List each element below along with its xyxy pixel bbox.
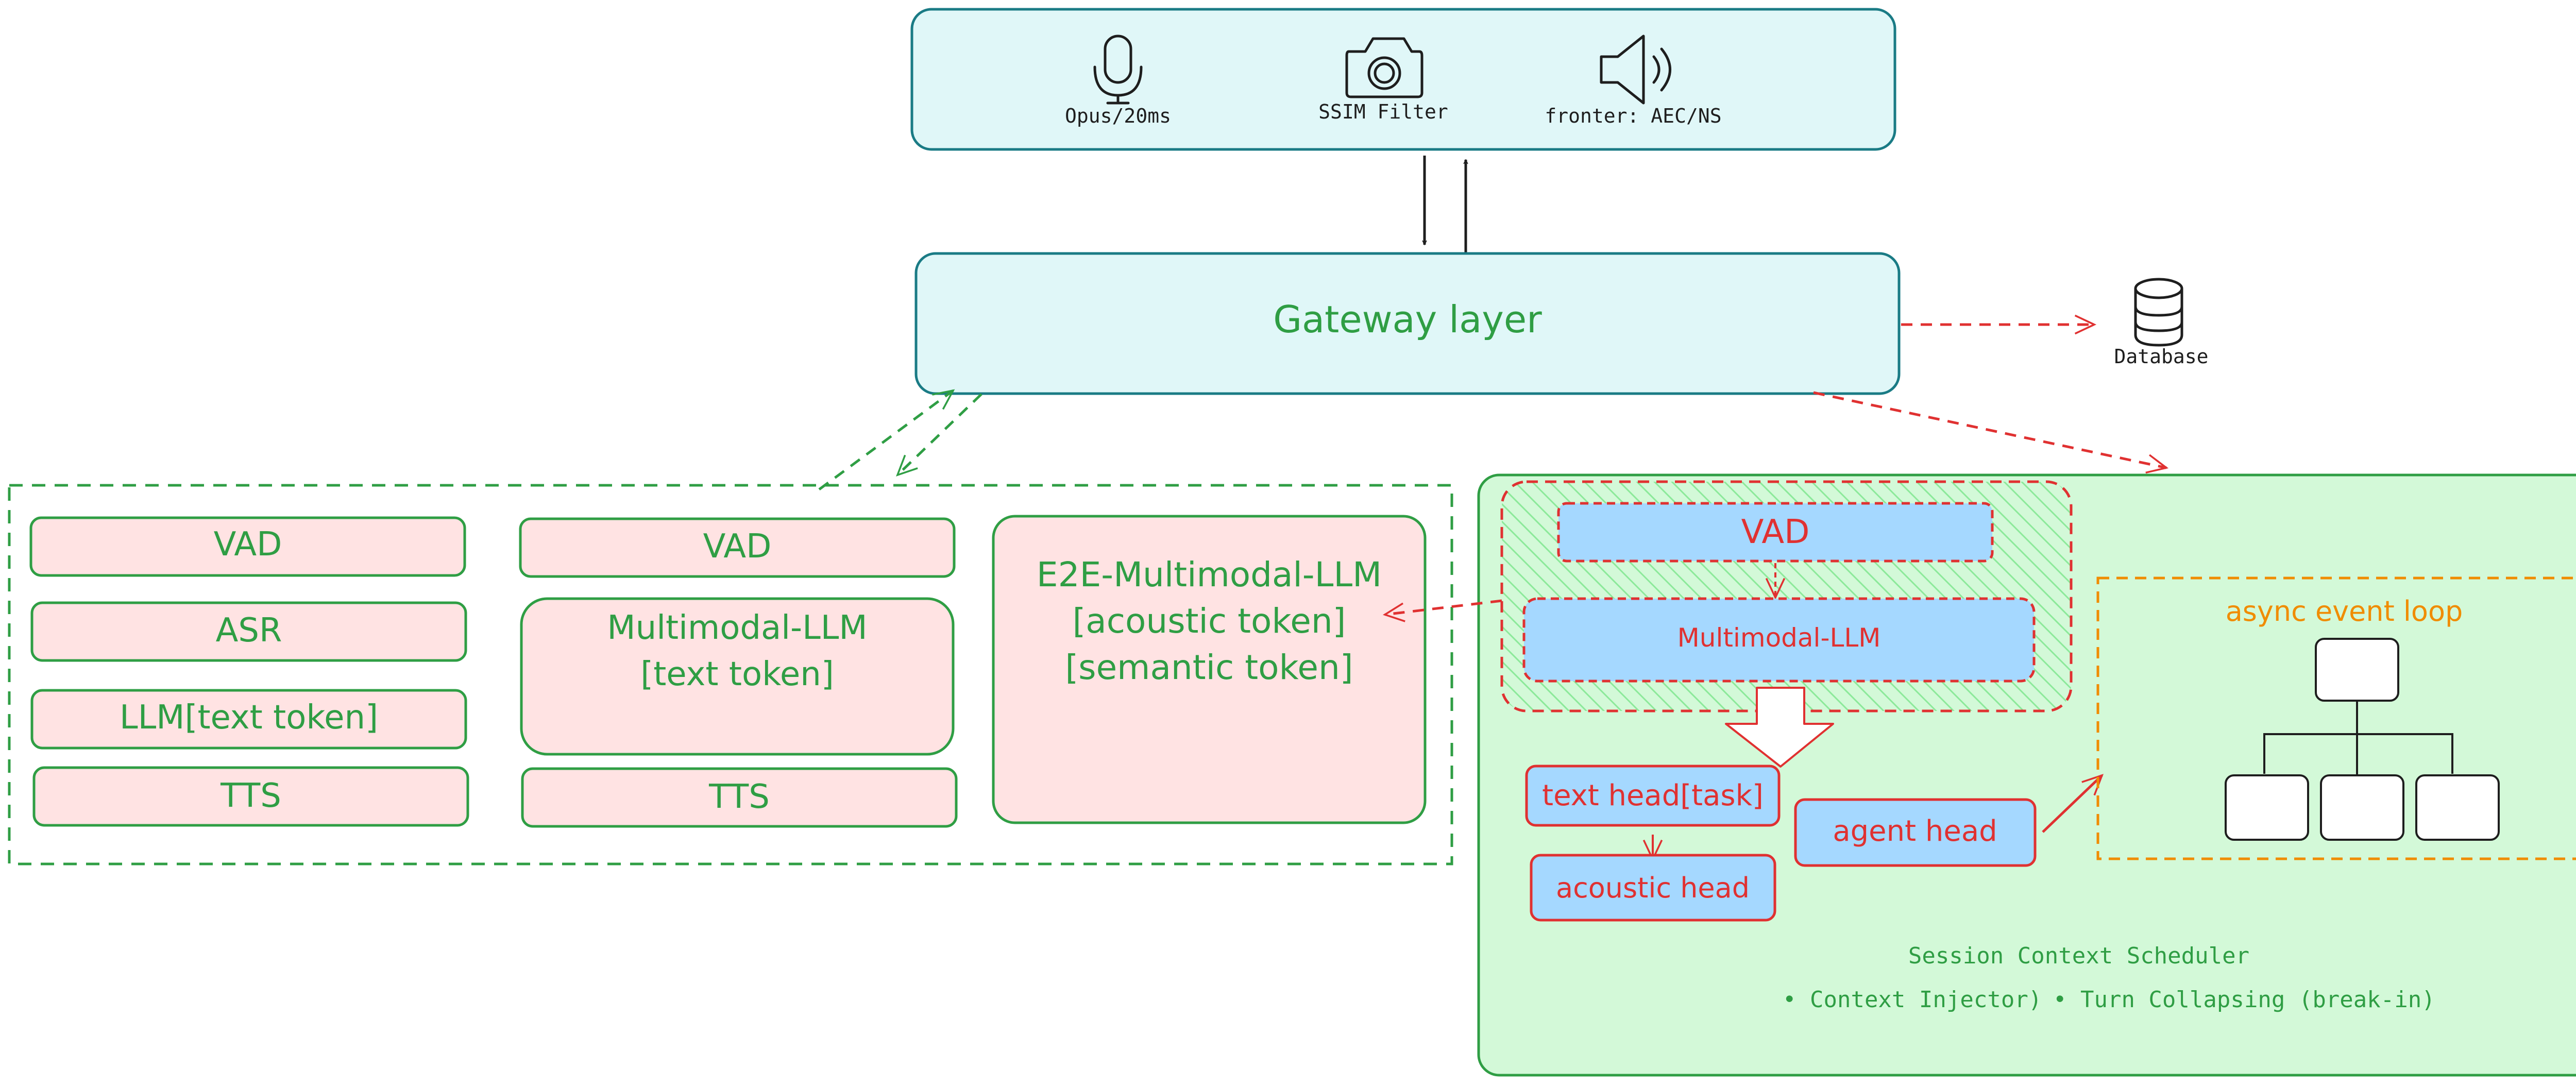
proposed-mllm-box: [1522, 597, 2036, 683]
text-head-box: [1525, 765, 1781, 827]
gateway-to-proposed-arrow: [1813, 391, 2169, 474]
gateway-label: Gateway layer: [1273, 298, 1542, 341]
half-mllm-label: Multimodal-LLM [text token]: [607, 609, 867, 693]
cascade-llm-box: [30, 689, 467, 750]
cascade-asr-label: ASR: [216, 612, 282, 650]
scheduler-title: Session Context Scheduler: [1908, 943, 2249, 969]
acoustic-head-box: [1530, 854, 1776, 922]
cascade-llm-label: LLM[text token]: [120, 699, 378, 737]
mllm-to-heads-down-arrow: [1725, 687, 1834, 768]
half-mllm-box: [520, 597, 955, 756]
gateway-layer-box: Gateway layer: [914, 252, 1901, 395]
e2e-label: E2E-Multimodal-LLM [acoustic token] [seman…: [1037, 555, 1382, 687]
text-line: [acoustic token]: [1073, 601, 1346, 641]
proposed-vad-box: [1557, 502, 1994, 563]
e2e-box: [992, 515, 1427, 824]
pipelines-to-gateway-arrow: [818, 389, 955, 491]
agent-head-label: agent head: [1833, 814, 1997, 848]
cascade-vad-box: [29, 516, 466, 577]
acoustic-head-label: acoustic head: [1556, 872, 1750, 904]
camera-label: SSIM Filter: [1318, 100, 1448, 123]
scheduler-bullet-context-injector: • Context Injector): [1783, 987, 2042, 1013]
cascade-asr-box: [30, 601, 467, 662]
mic-label: Opus/20ms: [1065, 105, 1171, 127]
speaker-icon: [1600, 35, 1671, 105]
half-tts-box: [521, 767, 958, 828]
cascade-tts-label: TTS: [220, 777, 281, 815]
microphone-icon: [1093, 35, 1143, 105]
half-cascade-pipeline: VAD Multimodal-LLM [text token] TTS: [519, 517, 958, 828]
proposed-to-e2e-arrow: [1382, 599, 1502, 622]
text-line: Multimodal-LLM: [607, 609, 867, 647]
event-loop-label: async event loop: [2226, 595, 2463, 627]
proposed-vad-label: VAD: [1741, 513, 1810, 551]
text-line: [text token]: [640, 655, 834, 693]
cascade-vad-label: VAD: [214, 525, 282, 564]
e2e-pipeline: E2E-Multimodal-LLM [acoustic token] [seman…: [992, 515, 1427, 824]
text-line: [semantic token]: [1065, 648, 1353, 687]
agent-head-box: [1794, 798, 2037, 867]
proposed-mllm-label: Multimodal-LLM: [1677, 623, 1881, 653]
text-line: E2E-Multimodal-LLM: [1037, 555, 1382, 595]
camera-icon: [1345, 37, 1423, 98]
half-tts-label: TTS: [708, 778, 770, 816]
cascade-pipeline: VAD ASR LLM[text token] TTS: [29, 516, 469, 827]
text-head-label: text head[task]: [1542, 779, 1764, 812]
gateway-to-pipelines-arrow: [896, 393, 982, 477]
scheduler-bullet-turn-collapsing: • Turn Collapsing (break-in): [2053, 987, 2435, 1013]
event-loop-tree: [2225, 638, 2500, 841]
event-loop-box: async event loop: [2096, 576, 2576, 860]
agent-to-eventloop-arrow: [2042, 774, 2104, 833]
half-vad-label: VAD: [703, 528, 772, 566]
legacy-pipelines-container: [8, 484, 1453, 866]
half-vad-box: [519, 517, 956, 578]
database-icon: [2134, 278, 2183, 347]
client-devices-box: Opus/20ms SSIM Filter fronter: AEC/NS: [910, 8, 1896, 151]
cascade-tts-box: [32, 766, 469, 827]
speaker-label: fronter: AEC/NS: [1545, 105, 1721, 127]
database-label: Database: [2114, 345, 2208, 368]
